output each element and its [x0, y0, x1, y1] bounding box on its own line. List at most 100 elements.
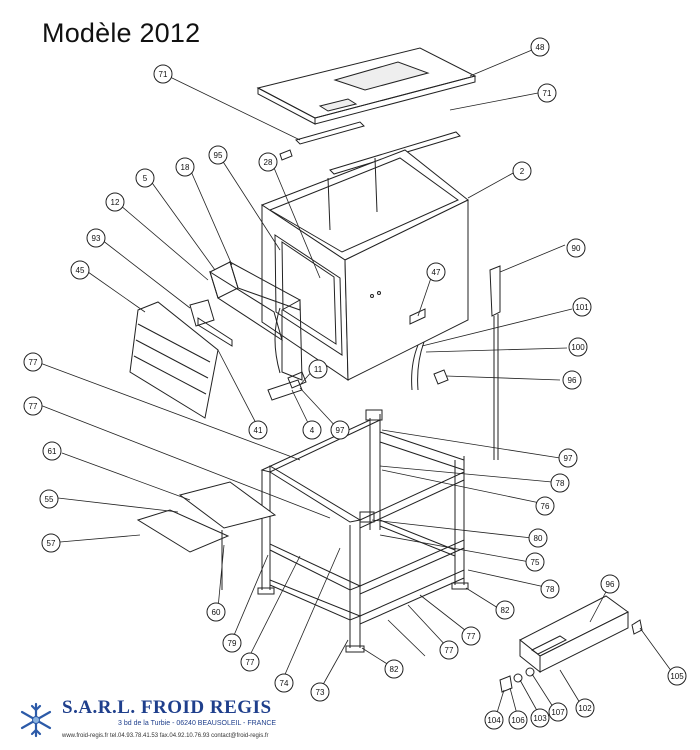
- callout-101: 101: [572, 297, 592, 317]
- callout-number: 74: [280, 679, 289, 688]
- callout-11: 11: [308, 359, 328, 379]
- lid-strips: [279, 121, 461, 175]
- callout-number: 82: [501, 606, 510, 615]
- snowflake-icon: [20, 702, 52, 738]
- callout-number: 55: [45, 495, 54, 504]
- callout-number: 77: [467, 632, 476, 641]
- callout-number: 45: [76, 266, 85, 275]
- callout-78-b: 78: [540, 579, 560, 599]
- side-shelf: [136, 481, 277, 590]
- callout-number: 103: [533, 714, 547, 723]
- callout-41: 41: [248, 420, 268, 440]
- callout-97-b: 97: [558, 448, 578, 468]
- callout-82-right: 82: [495, 600, 515, 620]
- cabinet-box: [260, 149, 469, 391]
- callout-number: 48: [536, 43, 545, 52]
- callout-102: 102: [575, 698, 595, 718]
- callout-number: 60: [212, 608, 221, 617]
- callout-number: 100: [571, 343, 585, 352]
- callout-93: 93: [86, 228, 106, 248]
- callout-number: 79: [228, 639, 237, 648]
- callout-57: 57: [41, 533, 61, 553]
- callout-number: 102: [578, 704, 592, 713]
- callout-number: 104: [487, 716, 501, 725]
- blade-part: [433, 265, 501, 460]
- callout-number: 5: [143, 174, 148, 183]
- callout-number: 12: [111, 198, 120, 207]
- callout-96-bottom: 96: [600, 574, 620, 594]
- callout-number: 105: [670, 672, 684, 681]
- callout-number: 77: [29, 402, 38, 411]
- callout-104: 104: [484, 710, 504, 730]
- callout-number: 28: [264, 158, 273, 167]
- callout-74: 74: [274, 673, 294, 693]
- callout-95: 95: [208, 145, 228, 165]
- callout-number: 97: [336, 426, 345, 435]
- callout-number: 80: [534, 534, 543, 543]
- callout-47: 47: [426, 262, 446, 282]
- callout-number: 101: [575, 303, 589, 312]
- callout-number: 57: [47, 539, 56, 548]
- callout-100: 100: [568, 337, 588, 357]
- brand-logo: [18, 700, 54, 740]
- callout-77-c: 77: [240, 652, 260, 672]
- company-address: 3 bd de la Turbie - 06240 BEAUSOLEIL - F…: [118, 720, 277, 727]
- callout-106: 106: [508, 710, 528, 730]
- callout-number: 77: [29, 358, 38, 367]
- callout-number: 106: [511, 716, 525, 725]
- control-box: [499, 595, 643, 693]
- callout-number: 4: [310, 426, 315, 435]
- callout-48: 48: [530, 37, 550, 57]
- callout-number: 71: [543, 89, 552, 98]
- callout-61: 61: [42, 441, 62, 461]
- callout-90: 90: [566, 238, 586, 258]
- callout-number: 41: [254, 426, 263, 435]
- callout-76: 76: [535, 496, 555, 516]
- callout-number: 78: [546, 585, 555, 594]
- callout-number: 2: [520, 167, 525, 176]
- company-contact: www.froid-regis.fr tel.04.93.78.41.53 fa…: [62, 733, 269, 739]
- callout-12: 12: [105, 192, 125, 212]
- callout-number: 11: [314, 365, 323, 374]
- callout-number: 96: [568, 376, 577, 385]
- callout-number: 107: [551, 708, 565, 717]
- callout-71-top: 71: [153, 64, 173, 84]
- callout-number: 96: [606, 580, 615, 589]
- callout-71-right: 71: [537, 83, 557, 103]
- lid-panel: [256, 47, 477, 125]
- callout-number: 82: [390, 665, 399, 674]
- callout-2: 2: [512, 161, 532, 181]
- callout-number: 75: [531, 558, 540, 567]
- callout-77-b: 77: [23, 396, 43, 416]
- callout-number: 73: [316, 688, 325, 697]
- front-door: [129, 301, 307, 419]
- callout-105: 105: [667, 666, 687, 686]
- callout-77-a: 77: [23, 352, 43, 372]
- callout-number: 76: [541, 502, 550, 511]
- callout-103: 103: [530, 708, 550, 728]
- callout-45: 45: [70, 260, 90, 280]
- callout-number: 71: [159, 70, 168, 79]
- callout-96-top: 96: [562, 370, 582, 390]
- callout-78-a: 78: [550, 473, 570, 493]
- callout-75: 75: [525, 552, 545, 572]
- callout-82-bottom: 82: [384, 659, 404, 679]
- callout-number: 97: [564, 454, 573, 463]
- callout-number: 93: [92, 234, 101, 243]
- callout-79: 79: [222, 633, 242, 653]
- callout-18: 18: [175, 157, 195, 177]
- callout-4: 4: [302, 420, 322, 440]
- callout-97-a: 97: [330, 420, 350, 440]
- callout-number: 18: [181, 163, 190, 172]
- callout-107: 107: [548, 702, 568, 722]
- callout-number: 78: [556, 479, 565, 488]
- door-frame: [189, 260, 303, 381]
- callout-number: 61: [48, 447, 57, 456]
- callout-80: 80: [528, 528, 548, 548]
- callout-73: 73: [310, 682, 330, 702]
- diagram-title: Modèle 2012: [42, 18, 201, 48]
- callout-60: 60: [206, 602, 226, 622]
